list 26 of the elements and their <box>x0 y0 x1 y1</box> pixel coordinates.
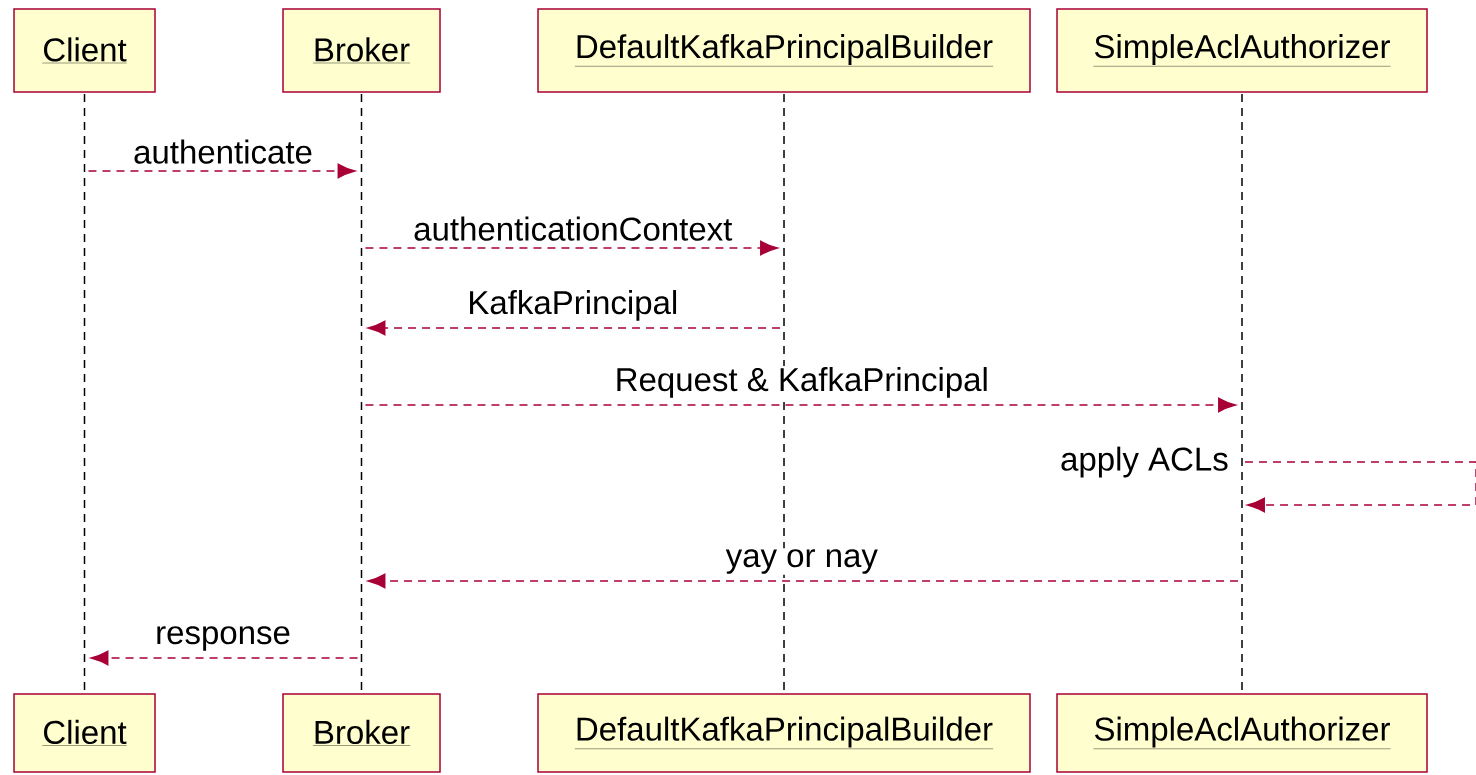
lifeline <box>783 93 785 693</box>
edge-label: authenticationContext <box>412 215 734 242</box>
message-arrow <box>90 650 359 666</box>
message-arrow <box>87 163 356 179</box>
edge-label: authenticate <box>132 138 314 165</box>
edge-label: Request & KafkaPrincipal <box>613 366 990 399</box>
participant-box: DefaultKafkaPrincipalBuilder <box>537 8 1031 93</box>
participant-box: SimpleAclAuthorizer <box>1056 693 1428 773</box>
participant-box: Broker <box>282 8 441 93</box>
participant-box: Client <box>13 8 156 93</box>
lifeline <box>360 93 363 693</box>
message-arrow <box>367 320 781 336</box>
message-arrow <box>1244 461 1476 513</box>
edge-label: yay or nay <box>724 548 879 575</box>
participant-box: Client <box>13 693 156 773</box>
edge-label: KafkaPrincipal <box>466 289 680 322</box>
edge-label: response <box>154 625 292 652</box>
edge-label: apply ACLs <box>1061 446 1228 478</box>
lifeline <box>1241 93 1243 693</box>
message-arrow <box>364 240 778 256</box>
participant-box: Broker <box>282 693 441 773</box>
message-arrow <box>367 573 1239 589</box>
participant-box: SimpleAclAuthorizer <box>1056 8 1428 93</box>
lifeline <box>83 93 86 693</box>
message-arrow <box>364 397 1236 413</box>
participant-box: DefaultKafkaPrincipalBuilder <box>537 693 1031 773</box>
